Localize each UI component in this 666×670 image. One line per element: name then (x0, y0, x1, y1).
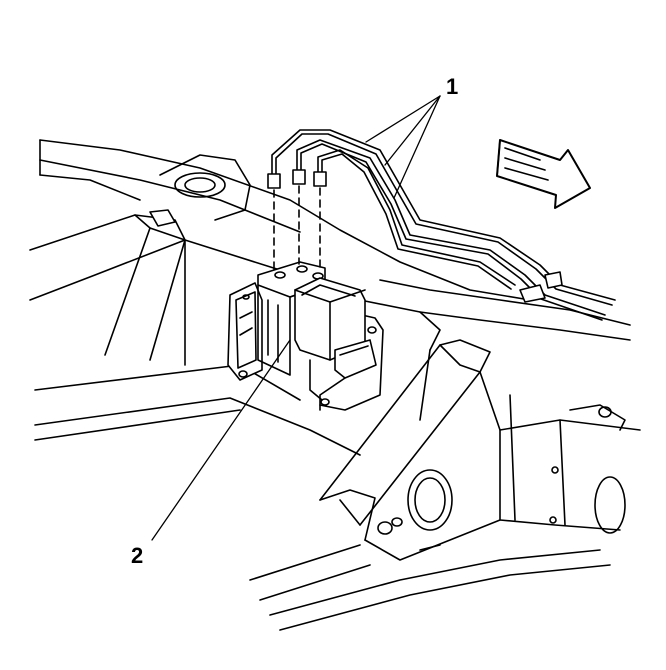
front-crossmember (250, 340, 640, 600)
brake-pipes (268, 130, 615, 320)
frame-rail-lower (270, 550, 610, 630)
upper-crossmember (160, 155, 250, 220)
forward-arrow (497, 140, 590, 208)
modulator-bracket (228, 283, 383, 410)
left-bracket (30, 210, 185, 360)
callout-label-1: 1 (446, 74, 459, 99)
ebcm-module (295, 278, 376, 410)
callout-label-2: 2 (131, 543, 144, 568)
frame-rail-upper (40, 140, 530, 300)
callout-2-leader (152, 340, 290, 540)
alignment-dashes (274, 186, 320, 272)
callout-1-leaders (366, 96, 440, 198)
